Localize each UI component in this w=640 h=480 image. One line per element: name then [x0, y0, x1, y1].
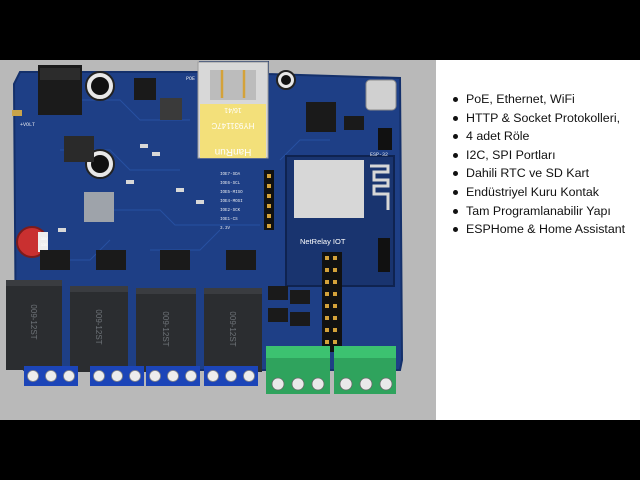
relay-marking: 009-12ST — [94, 309, 103, 344]
chip — [306, 102, 336, 132]
bullet-icon — [453, 115, 458, 121]
feature-text: PoE, Ethernet, WiFi — [466, 92, 575, 106]
relay: 009-12ST — [136, 288, 196, 372]
terminal-block-blue — [24, 366, 258, 386]
pcb-illustration: 35V 330 +VOLT HanRun HY931147C — [6, 61, 404, 394]
board-render: 35V 330 +VOLT HanRun HY931147C — [0, 60, 436, 420]
header-label: IOE1-CS — [220, 218, 238, 222]
svg-text:330: 330 — [41, 242, 48, 247]
chip — [344, 116, 364, 130]
header-label: IOE6-SCL — [220, 182, 241, 186]
feature-item: 4 adet Röle — [445, 127, 640, 146]
feature-text: I2C, SPI Portları — [466, 147, 556, 162]
bullet-icon — [453, 134, 458, 140]
feature-item: Dahili RTC ve SD Kart — [445, 164, 640, 183]
feature-text: ESPHome & Home Assistant — [466, 222, 626, 237]
header-label: 3.3V — [220, 227, 231, 231]
feature-item: Tam Programlanabilir Yapı — [445, 202, 640, 221]
svg-text:+VOLT: +VOLT — [20, 122, 35, 128]
header-label: IOE4-MOSI — [220, 200, 243, 204]
header-label: IOE5-MISO — [220, 191, 243, 195]
bullet-icon — [453, 227, 458, 233]
feature-item: PoE, Ethernet, WiFi — [445, 90, 640, 109]
crystal — [365, 79, 397, 111]
relay-marking: 009-12ST — [228, 311, 237, 346]
feature-text: HTTP & Socket Protokolleri, — [466, 110, 621, 125]
header-label: IOE7-SDA — [220, 173, 241, 177]
feature-text: Tam Programlanabilir Yapı — [466, 203, 611, 218]
feature-text: Dahili RTC ve SD Kart — [466, 166, 590, 181]
esp-label: ESP-32 — [370, 152, 388, 158]
rj45-model: HY931147C — [211, 121, 254, 130]
rj45-code: 16/41 — [224, 106, 242, 113]
feature-item: Endüstriyel Kuru Kontak — [445, 183, 640, 202]
brand-label: NetRelay IOT — [300, 237, 346, 246]
feature-list: PoE, Ethernet, WiFi HTTP & Socket Protok… — [445, 90, 640, 239]
feature-item: ESPHome & Home Assistant — [445, 220, 640, 239]
header-label: IOE2-SCK — [220, 209, 241, 213]
relay: 009-12ST — [70, 286, 128, 372]
power-label: POE — [186, 76, 195, 82]
relay-marking: 009-12ST — [29, 304, 38, 339]
inductor — [64, 136, 94, 162]
bullet-icon — [453, 171, 458, 177]
relay: 009-12ST — [6, 280, 62, 370]
bullet-icon — [453, 189, 458, 195]
feature-text: 4 adet Röle — [466, 129, 530, 144]
relay: 009-12ST — [204, 288, 262, 372]
bullet-icon — [453, 97, 458, 102]
rj45-brand: HanRun — [215, 146, 252, 157]
feature-item: HTTP & Socket Protokolleri, — [445, 109, 640, 128]
bullet-icon — [453, 152, 458, 158]
bullet-icon — [453, 208, 458, 214]
slide: 35V 330 +VOLT HanRun HY931147C — [0, 60, 640, 420]
chip — [160, 98, 182, 120]
relay-marking: 009-12ST — [161, 311, 170, 346]
feature-text: Endüstriyel Kuru Kontak — [466, 184, 599, 199]
pin-header — [264, 128, 392, 352]
chip — [134, 78, 156, 100]
feature-item: I2C, SPI Portları — [445, 146, 640, 165]
svg-text:35V: 35V — [40, 236, 47, 241]
